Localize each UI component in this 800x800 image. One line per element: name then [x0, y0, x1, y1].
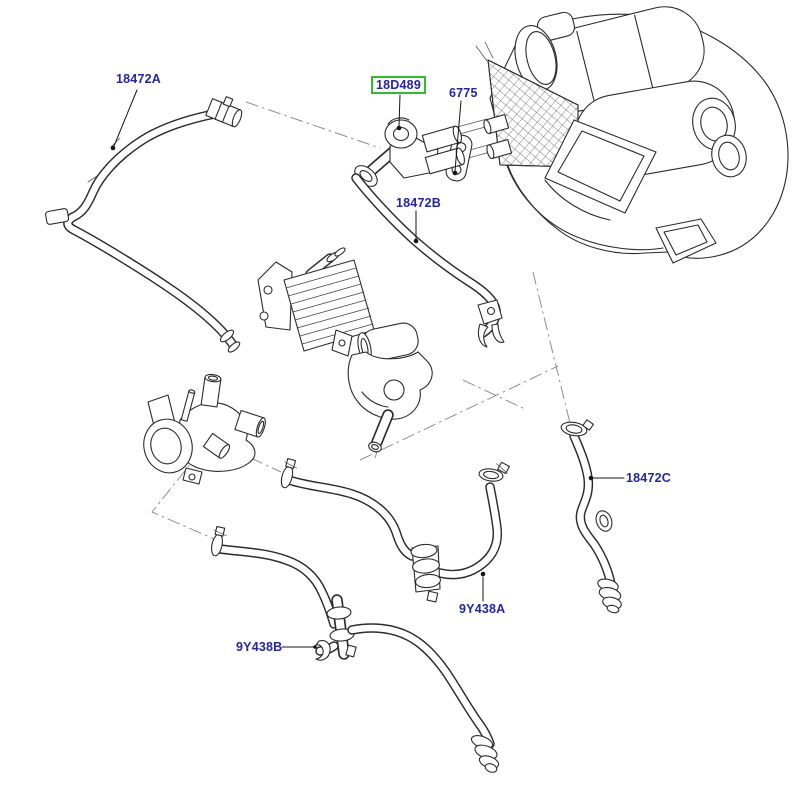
hose-9y438b [211, 526, 500, 773]
thermostat-housing [143, 373, 266, 485]
hose-9y438a [280, 458, 510, 603]
leader-lines [110, 89, 625, 649]
part-label-18472b[interactable]: 18472B [396, 196, 441, 210]
part-label-18472c[interactable]: 18472C [626, 471, 671, 485]
part-label-9y438a[interactable]: 9Y438A [459, 602, 506, 616]
part-label-6775[interactable]: 6775 [449, 86, 478, 100]
egr-cooler-assembly [257, 247, 433, 453]
part-label-18472a[interactable]: 18472A [116, 72, 161, 86]
part-label-18d489-highlighted[interactable]: 18D489 [371, 76, 426, 94]
hose-18472a [45, 96, 243, 353]
hose-18472c [560, 419, 622, 614]
hose-18472b [351, 173, 505, 348]
engine-assembly [438, 6, 789, 264]
egr-valve-18d489 [354, 117, 465, 187]
part-label-9y438b[interactable]: 9Y438B [236, 640, 283, 654]
